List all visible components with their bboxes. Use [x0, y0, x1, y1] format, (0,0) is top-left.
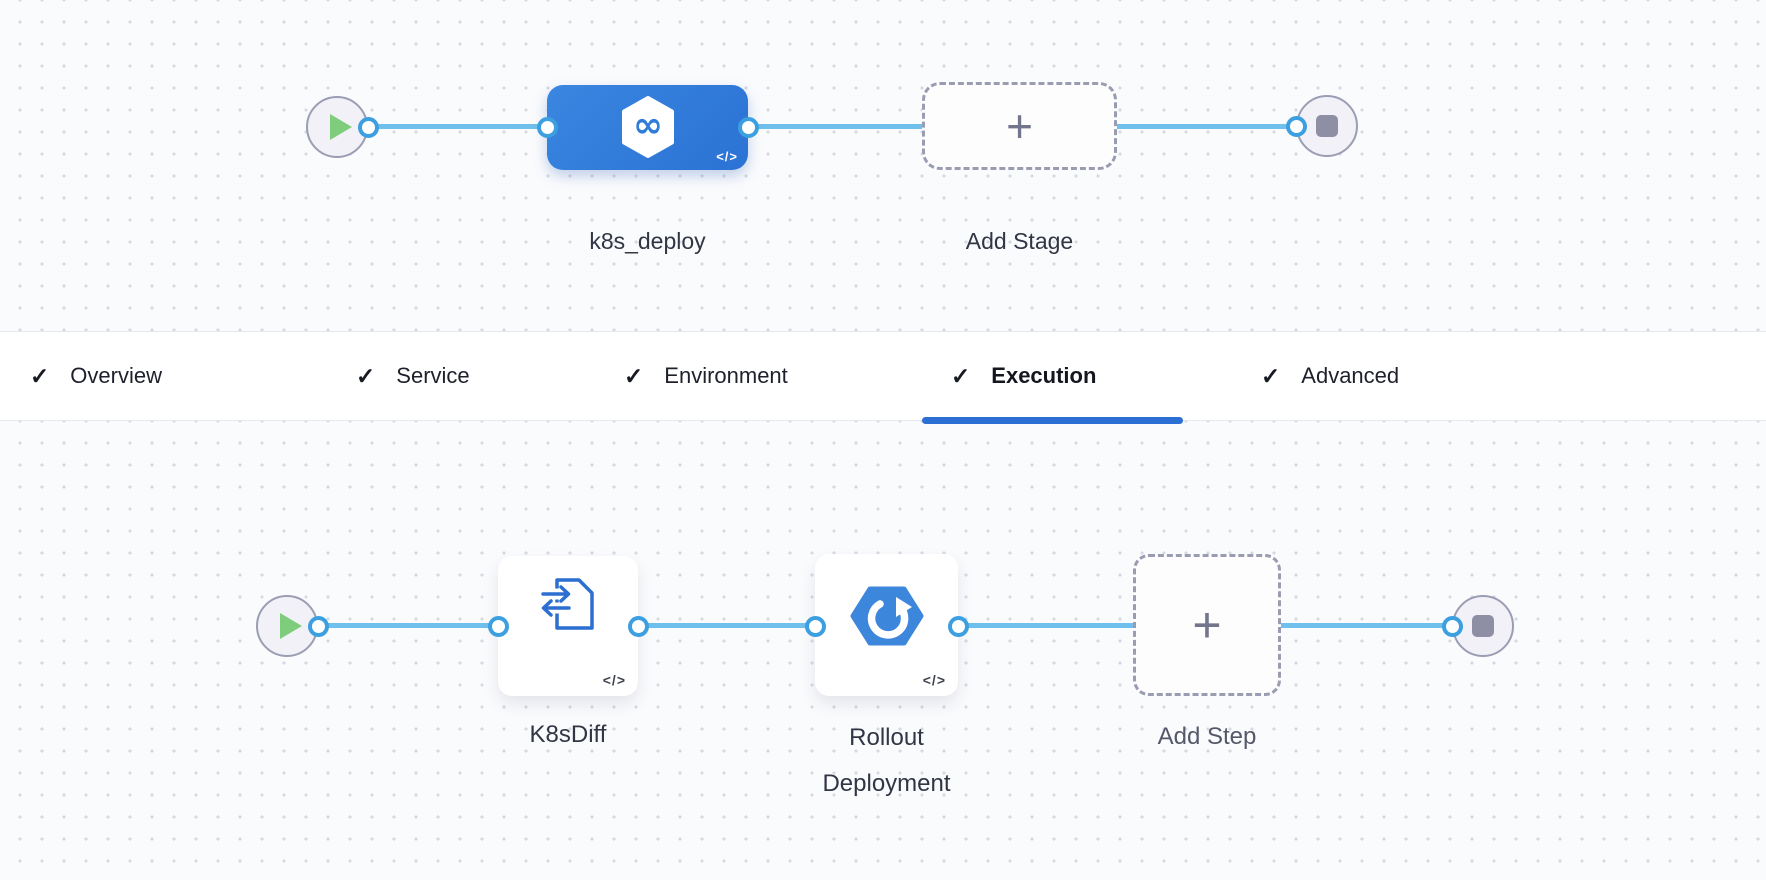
add-step-label: Add Step: [1157, 723, 1257, 750]
tab-overview[interactable]: ✓ Overview: [30, 332, 162, 420]
harness-pipeline-icon: ∞: [622, 96, 674, 158]
k8sdiff-right-port: [628, 616, 649, 637]
add-stage-button[interactable]: +: [922, 82, 1117, 170]
tab-label: Overview: [70, 363, 162, 388]
step-node-rollout-deployment[interactable]: </>: [815, 554, 958, 696]
rollout-deployment-icon: [850, 586, 923, 646]
stage-node-left-port: [537, 117, 558, 138]
tab-service[interactable]: ✓ Service: [356, 332, 470, 420]
play-icon: [279, 613, 302, 639]
active-tab-underline: [922, 417, 1183, 424]
check-icon: ✓: [1261, 362, 1281, 389]
rollout-left-port: [805, 616, 826, 637]
stop-icon: [1472, 615, 1494, 637]
stage-graph-end-port: [1286, 116, 1307, 137]
stage-graph-connector-line: [368, 124, 1296, 129]
code-badge-icon: </>: [922, 672, 946, 688]
stage-graph-start-node: [306, 96, 368, 158]
rollout-label-line1: Rollout: [849, 724, 924, 751]
add-stage-label: Add Stage: [965, 228, 1074, 254]
stage-config-tab-bar: ✓ Overview ✓ Service ✓ Environment ✓ Exe…: [0, 331, 1766, 424]
stage-node-right-port: [738, 117, 759, 138]
tab-execution[interactable]: ✓ Execution: [951, 332, 1096, 420]
file-diff-icon: [539, 578, 594, 630]
rollout-label: Rollout Deployment: [775, 715, 998, 807]
tab-label: Environment: [664, 363, 788, 388]
k8sdiff-left-port: [488, 616, 509, 637]
step-graph-end-port: [1442, 616, 1463, 637]
check-icon: ✓: [356, 362, 376, 389]
tab-label: Advanced: [1301, 363, 1400, 388]
add-step-button[interactable]: +: [1133, 554, 1281, 696]
rollout-label-line2: Deployment: [822, 770, 951, 797]
stage-graph-canvas: ∞ </> k8s_deploy + Add Stage: [0, 0, 1766, 331]
check-icon: ✓: [30, 362, 50, 389]
plus-icon: +: [1006, 100, 1033, 152]
check-icon: ✓: [951, 362, 971, 389]
infinity-glyph: ∞: [633, 105, 663, 146]
tab-advanced[interactable]: ✓ Advanced: [1261, 332, 1399, 420]
tab-label: Service: [396, 363, 470, 388]
code-badge-icon: </>: [716, 149, 738, 164]
stage-graph-start-port: [358, 117, 379, 138]
step-node-k8sdiff[interactable]: </>: [498, 556, 638, 696]
stage-node-label: k8s_deploy: [589, 228, 706, 254]
step-graph-start-port: [308, 616, 329, 637]
plus-icon: +: [1192, 597, 1222, 653]
step-graph-start-node: [256, 595, 318, 657]
stage-node-k8s-deploy[interactable]: ∞ </>: [547, 85, 748, 170]
k8sdiff-label: K8sDiff: [529, 721, 607, 748]
rollout-right-port: [948, 616, 969, 637]
stop-icon: [1316, 115, 1338, 137]
tab-environment[interactable]: ✓ Environment: [624, 332, 788, 420]
check-icon: ✓: [624, 362, 644, 389]
tab-label: Execution: [991, 363, 1097, 388]
code-badge-icon: </>: [602, 672, 626, 688]
play-icon: [329, 114, 352, 140]
execution-step-canvas: </> K8sDiff </> Rollout Deployment + Add…: [0, 421, 1766, 880]
